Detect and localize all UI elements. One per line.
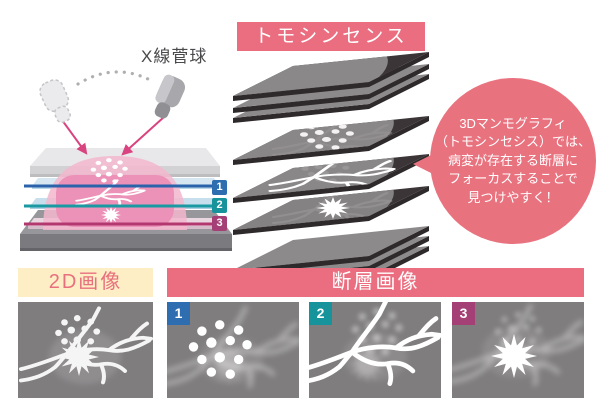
rotation-arc [76,70,152,86]
slice-image-badge-3: 3 [452,302,475,325]
bubble-line: 病変が存在する断層に [447,152,578,168]
xray-tube-icon [154,74,186,119]
slice-image-2: 2 [309,302,441,398]
slice-level-lines [24,184,214,226]
2d-image [18,302,153,398]
slice-badge-1: 1 [212,180,227,195]
slice-image-badge-2: 2 [309,302,332,325]
slice-badge-3: 3 [212,216,227,231]
xray-tube-label: X線菅球 [141,47,208,66]
slice-badge-2: 2 [212,198,227,213]
2d-image-label: 2D画像 [48,271,123,293]
xray-tube-ghost-icon [39,79,72,124]
breast-dome [43,156,187,230]
xray-beam-arrows [61,116,165,156]
slice-image-badge-1: 1 [167,302,190,325]
bubble-line: （トモシンセシス）では、 [434,134,591,150]
2d-image-label-box: 2D画像 [18,268,153,297]
bubble-line: 3Dマンモグラフィ [459,115,567,131]
tomosynthesis-title: トモシンセンス [237,22,425,51]
slice-stack-illustration [233,52,429,295]
slice-image-1: 1 [167,302,299,398]
bubble-line: 見つけやすく！ [467,189,559,205]
slice-image-3: 3 [452,302,584,398]
bubble-line: フォーカスすることで [448,171,578,187]
explanation-bubble: 3Dマンモグラフィ （トモシンセシス）では、 病変が存在する断層に フォーカスす… [430,78,596,244]
tomographic-images-header: 断層画像 [167,268,584,297]
xray-setup-illustration [20,70,232,251]
